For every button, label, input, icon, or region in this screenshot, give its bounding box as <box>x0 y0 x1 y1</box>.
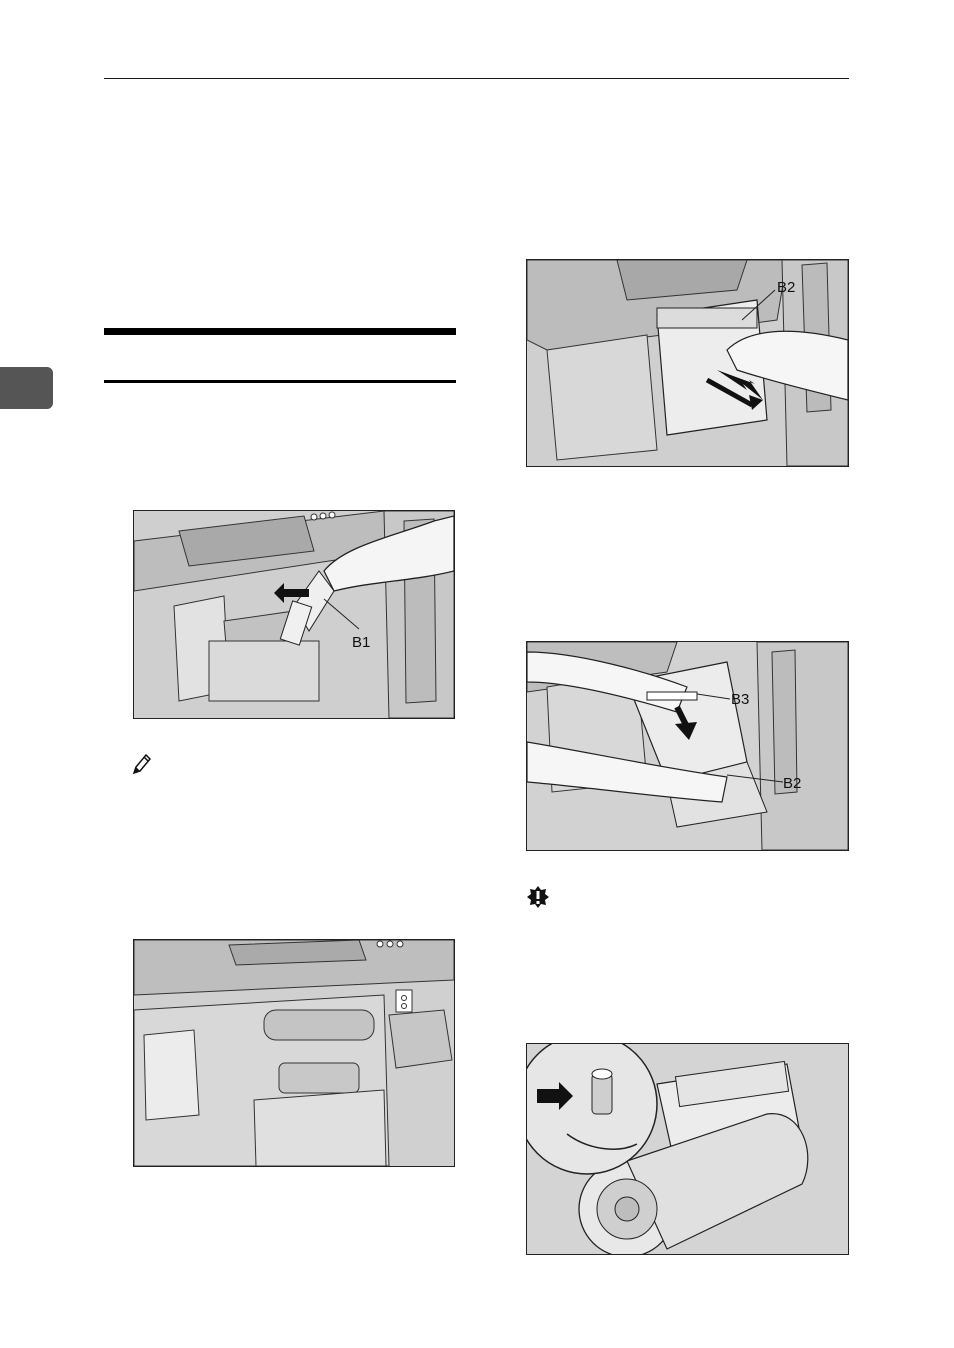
figure-unit-b3-b2: B3 B2 <box>526 641 849 851</box>
figure-lever-b1: B1 <box>133 510 455 719</box>
pencil-note-icon <box>130 753 152 777</box>
figure-front-interior <box>133 939 455 1167</box>
callout-b2-fig4: B2 <box>783 775 801 792</box>
section-heading-rule-top <box>104 328 456 335</box>
header-rule <box>104 78 849 79</box>
important-warning-icon <box>527 886 549 910</box>
callout-b3: B3 <box>731 691 749 708</box>
callout-b1: B1 <box>352 634 370 651</box>
callout-b2-fig3: B2 <box>777 279 795 296</box>
figure-cartridge-detail <box>526 1043 849 1255</box>
figure-pull-unit-b2: B2 <box>526 259 849 467</box>
section-heading-rule-bottom <box>104 380 456 383</box>
chapter-tab <box>0 367 53 409</box>
